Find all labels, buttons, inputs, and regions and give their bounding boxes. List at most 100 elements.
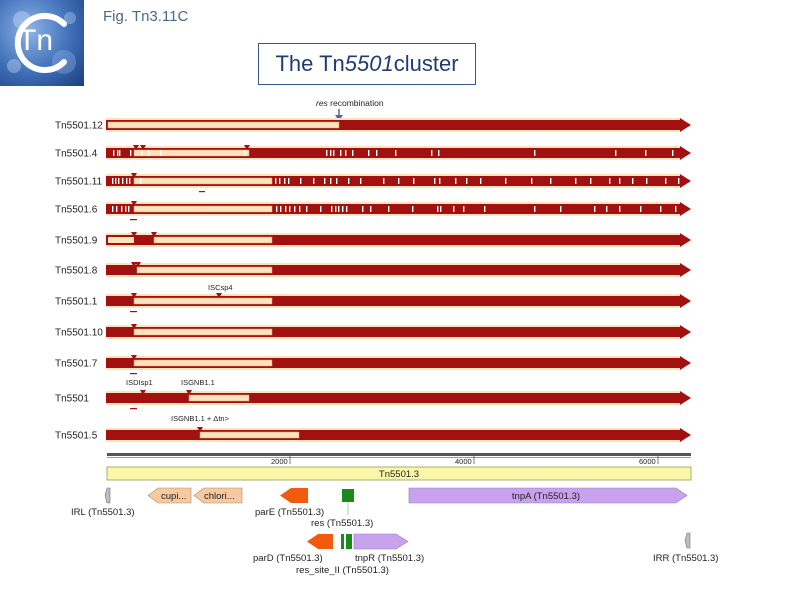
res-recombination-label: res recombination (316, 98, 384, 108)
row-gap-segment (133, 328, 273, 336)
snp-mark (615, 150, 617, 156)
snp-mark (140, 178, 142, 184)
snp-mark (122, 178, 124, 184)
row-label: Tn5501 (55, 394, 89, 405)
snp-mark (370, 206, 372, 212)
row-2: Tn5501.4 (55, 145, 691, 160)
snp-mark (480, 178, 482, 184)
insertion-marker (216, 293, 222, 298)
snp-mark (324, 178, 326, 184)
snp-mark (376, 150, 378, 156)
logo-text: Tn (18, 24, 54, 57)
row-4: Tn5501.6 (55, 201, 691, 221)
snp-mark (531, 178, 533, 184)
isdisp1-label: ISDIsp1 (126, 378, 153, 387)
row-arrow (106, 356, 691, 370)
snp-mark (331, 206, 333, 212)
row-11: Tn5501.5 (55, 427, 691, 442)
ruler-label-6000: 6000 (639, 457, 656, 466)
row-gap-segment (199, 431, 300, 439)
snp-mark (119, 150, 121, 156)
snp-mark (148, 150, 150, 156)
row-gap-segment (133, 359, 273, 367)
snp-mark (320, 206, 322, 212)
snp-mark (326, 150, 328, 156)
snp-mark (313, 178, 315, 184)
snp-mark (455, 178, 457, 184)
snp-mark (440, 206, 442, 212)
insertion-marker (131, 232, 137, 237)
snp-mark (632, 178, 634, 184)
snp-mark (126, 178, 128, 184)
parE-label: parE (Tn5501.3) (255, 507, 324, 518)
tnpR-label: tnpR (Tn5501.3) (355, 553, 424, 564)
snp-mark (609, 178, 611, 184)
snp-mark (675, 206, 677, 212)
irr-feature (684, 532, 691, 549)
snp-mark (619, 206, 621, 212)
snp-mark (505, 178, 507, 184)
snp-mark (330, 178, 332, 184)
snp-mark (128, 206, 130, 212)
insertion-marker (131, 324, 137, 329)
snp-mark (129, 178, 131, 184)
row-8: Tn5501.10 (55, 324, 691, 339)
snp-mark (125, 206, 127, 212)
alignment-rows: Tn5501.12Tn5501.4Tn5501.11Tn5501.6Tn5501… (55, 118, 691, 442)
snp-mark (606, 206, 608, 212)
tnpA-arrow (408, 487, 688, 504)
snp-mark (368, 150, 370, 156)
row-gap-segment (133, 177, 273, 185)
snp-mark (534, 150, 536, 156)
snp-mark (113, 150, 115, 156)
row-label: Tn5501.6 (55, 205, 98, 216)
snp-mark (395, 150, 397, 156)
insertion-marker (140, 390, 146, 395)
row-label: Tn5501.10 (55, 328, 103, 339)
snp-mark (280, 206, 282, 212)
insertion-marker (135, 262, 141, 267)
insertion-marker (186, 390, 192, 395)
snp-mark (466, 178, 468, 184)
snp-mark (388, 206, 390, 212)
ruler-bar-shadow (107, 457, 691, 458)
snp-mark (439, 178, 441, 184)
snp-mark (640, 206, 642, 212)
snp-mark (590, 178, 592, 184)
irl-feature (104, 487, 111, 504)
insertion-marker (151, 232, 157, 237)
snp-mark (678, 178, 680, 184)
snp-mark (330, 150, 332, 156)
row-underline (130, 311, 137, 313)
irl-label: IRL (Tn5501.3) (71, 507, 135, 518)
snp-mark (646, 178, 648, 184)
snp-mark (345, 150, 347, 156)
snp-mark (346, 206, 348, 212)
row-underline (199, 191, 205, 193)
row-5: Tn5501.9 (55, 232, 691, 247)
snp-mark (338, 206, 340, 212)
snp-mark (594, 206, 596, 212)
insertion-marker (131, 262, 137, 267)
snp-mark (575, 178, 577, 184)
iscsp4-label: ISCsp4 (208, 283, 233, 292)
tnpR-arrow (353, 533, 409, 550)
row-arrow (106, 233, 691, 247)
snp-mark (453, 206, 455, 212)
snp-mark (383, 178, 385, 184)
res-box (342, 489, 354, 502)
snp-mark (141, 150, 143, 156)
row-gap-segment (136, 266, 273, 274)
row-label: Tn5501.11 (55, 177, 103, 188)
snp-mark (284, 178, 286, 184)
snp-mark (117, 150, 119, 156)
snp-mark (434, 178, 436, 184)
cupi-arrow (147, 487, 192, 504)
snp-mark (352, 150, 354, 156)
row-label: Tn5501.8 (55, 266, 98, 277)
row-gap-segment (133, 297, 273, 305)
tn-logo: Tn (0, 0, 84, 86)
ruler-label-4000: 4000 (455, 457, 472, 466)
snp-mark (333, 150, 335, 156)
